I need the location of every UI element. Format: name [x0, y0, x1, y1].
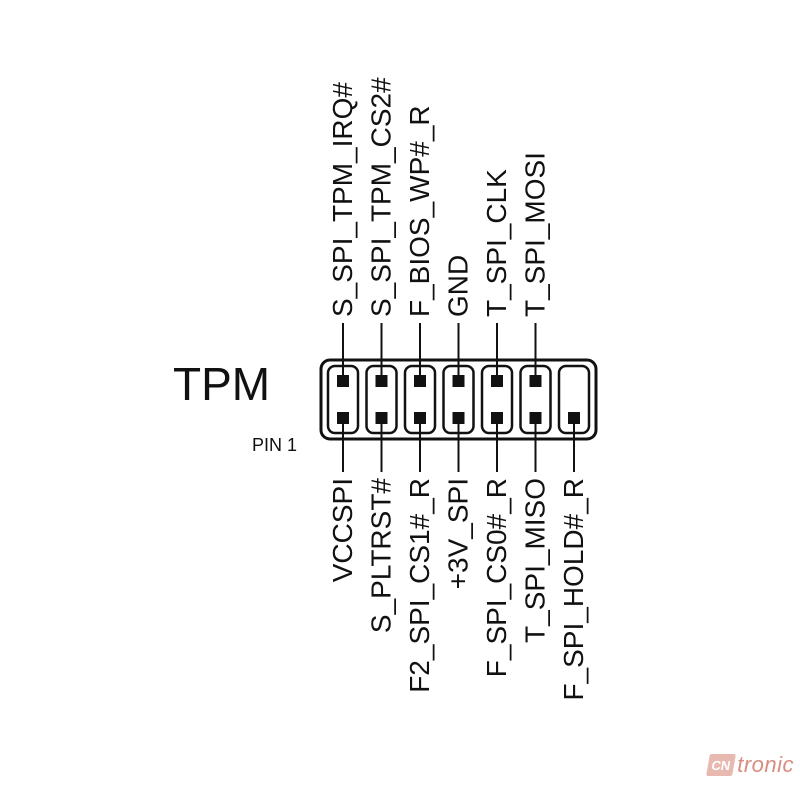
- top-lead-lines: [342, 323, 537, 375]
- top-pin-label: S_SPI_TPM_CS2#: [366, 77, 397, 317]
- bottom-pin-label: F_SPI_HOLD#_R: [558, 478, 589, 701]
- pin-square: [529, 375, 542, 387]
- watermark-text: tronic: [737, 752, 794, 777]
- bottom-pin-label: +3V_SPI: [443, 478, 474, 589]
- pin-square: [414, 375, 426, 387]
- pin-square: [337, 375, 349, 387]
- bottom-pin-label: VCCSPI: [327, 478, 358, 582]
- bottom-pin-label: F2_SPI_CS1#_R: [404, 478, 435, 693]
- pin1-label: PIN 1: [252, 435, 297, 455]
- pin-square: [491, 412, 503, 424]
- diagram-title: TPM: [173, 358, 270, 410]
- top-pin-label: S_SPI_TPM_IRQ#: [327, 82, 358, 317]
- pin-square: [491, 375, 503, 387]
- bottom-pin-label: T_SPI_MISO: [520, 478, 551, 643]
- pin-square: [337, 412, 349, 424]
- pin-square: [375, 412, 388, 424]
- pin-square: [529, 412, 542, 424]
- bottom-pin-label: F_SPI_CS0#_R: [481, 478, 512, 677]
- top-pin-labels: S_SPI_TPM_IRQ# S_SPI_TPM_CS2#F_BIOS_WP#_R…: [327, 77, 551, 317]
- pin-square: [568, 412, 580, 424]
- bottom-lead-lines: [342, 424, 575, 472]
- watermark-logo: CN: [706, 754, 737, 776]
- pin-square: [452, 412, 465, 424]
- top-pin-label: F_BIOS_WP#_R: [404, 105, 435, 317]
- bottom-pin-label: S_PLTRST#: [366, 478, 397, 634]
- pin-square: [375, 375, 388, 387]
- top-pin-label: T_SPI_MOSI: [520, 152, 551, 317]
- pin-square: [452, 375, 465, 387]
- top-pin-label: GND: [443, 255, 474, 317]
- pin-square: [414, 412, 426, 424]
- top-pin-label: T_SPI_CLK: [481, 169, 512, 317]
- watermark: CN tronic: [706, 752, 794, 778]
